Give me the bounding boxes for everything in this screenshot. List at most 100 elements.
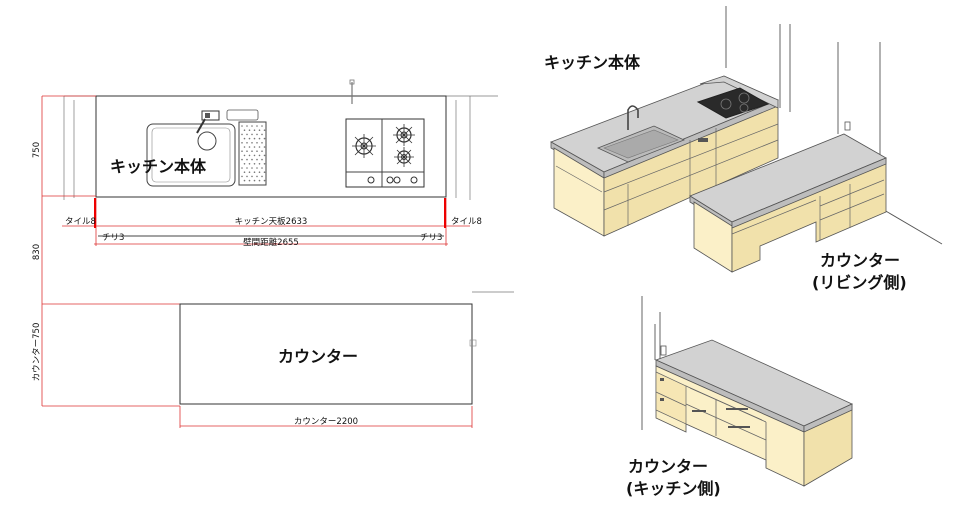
- drain-board-hole: [253, 179, 256, 182]
- drain-board-hole: [243, 146, 246, 148]
- drain-board-hole: [251, 125, 253, 127]
- drain-board-hole: [248, 163, 251, 165]
- dim-chiri-right: チリ3: [420, 233, 442, 243]
- drain-board-hole: [251, 158, 253, 161]
- drain-board: [238, 121, 267, 186]
- drain-board-hole: [261, 142, 263, 144]
- drain-board-hole: [263, 171, 266, 173]
- dim-counter-750: カウンター750: [32, 323, 42, 382]
- dim-tile-right: タイル8: [451, 217, 482, 227]
- drain-board-hole: [256, 158, 258, 161]
- drain-board-hole: [251, 133, 253, 136]
- burner-right-top: [393, 124, 415, 146]
- living-counter-label-1: カウンター: [820, 251, 900, 270]
- burner-right-bottom: [394, 147, 414, 167]
- kitchen-counter-label-2: (キッチン側): [626, 479, 721, 498]
- dim-wall-distance: 壁間距離2655: [243, 237, 299, 248]
- plan-view: キッチン本体 750 830 カウンター750 タイル8 タイル8 キッチン天板…: [32, 79, 514, 428]
- drain-board-hole: [263, 163, 266, 165]
- drain-board-hole: [261, 133, 263, 136]
- drain-board-hole: [256, 167, 258, 169]
- drain-board-hole: [258, 179, 261, 182]
- drain-board-hole: [261, 125, 263, 127]
- dim-height-830: 830: [32, 244, 42, 260]
- drain-board-hole: [243, 163, 246, 165]
- dim-counter-width: カウンター2200: [294, 417, 358, 427]
- drain: [197, 131, 217, 151]
- plan-counter-label: カウンター: [278, 347, 358, 366]
- drain-board-hole: [251, 167, 253, 169]
- counter-outline: [179, 303, 473, 405]
- drain-board-hole: [251, 150, 253, 152]
- drain-board-hole: [243, 154, 246, 157]
- drain-board-hole: [241, 158, 243, 161]
- drain-board-hole: [246, 133, 248, 136]
- drain-board-hole: [241, 142, 243, 144]
- drain-board-hole: [258, 129, 261, 131]
- drain-board-hole: [248, 179, 251, 182]
- faucet: [201, 110, 220, 121]
- kitchen-body-outline: [95, 95, 447, 198]
- drain-board-hole: [256, 142, 258, 144]
- iso-faucet: [627, 105, 639, 130]
- drain-board-hole: [263, 154, 266, 157]
- plan-kitchen-label: キッチン本体: [110, 157, 207, 176]
- drain-board-hole: [258, 137, 261, 140]
- drain-board-hole: [261, 150, 263, 152]
- drain-board-hole: [261, 158, 263, 161]
- drain-board-hole: [263, 137, 266, 140]
- drain-board-hole: [246, 142, 248, 144]
- drain-board-hole: [241, 125, 243, 127]
- drain-board-hole: [246, 175, 248, 178]
- drain-board-hole: [241, 167, 243, 169]
- drain-board-holes: [241, 125, 266, 182]
- drain-board-hole: [256, 150, 258, 152]
- drain-board-hole: [241, 150, 243, 152]
- iso-cooktop: [696, 87, 770, 119]
- perspective-view-living: キッチン本体 カウンター (リビング側): [544, 6, 943, 292]
- drain-board-hole: [243, 179, 246, 182]
- drain-board-hole: [243, 171, 246, 173]
- sink: [146, 123, 236, 187]
- drain-board-hole: [263, 129, 266, 131]
- dim-tile-left: タイル8: [65, 217, 96, 227]
- drain-board-hole: [246, 158, 248, 161]
- drain-board-hole: [258, 146, 261, 148]
- dim-height-750: 750: [32, 142, 42, 158]
- drain-board-hole: [261, 167, 263, 169]
- drain-board-hole: [256, 175, 258, 178]
- drain-board-hole: [241, 175, 243, 178]
- drain-board-hole: [256, 133, 258, 136]
- dim-chiri-left: チリ3: [102, 233, 124, 243]
- drain-board-hole: [263, 179, 266, 182]
- drain-board-hole: [246, 125, 248, 127]
- drain-board-hole: [258, 154, 261, 157]
- drain-board-hole: [258, 163, 261, 165]
- cooktop-knobs: [367, 176, 418, 184]
- drain-board-hole: [253, 154, 256, 157]
- drain-board-hole: [253, 171, 256, 173]
- drain-board-hole: [251, 175, 253, 178]
- drain-board-hole: [258, 171, 261, 173]
- drain-board-hole: [251, 142, 253, 144]
- drain-board-hole: [248, 154, 251, 157]
- drain-board-hole: [248, 129, 251, 131]
- drain-board-hole: [243, 129, 246, 131]
- drain-board-hole: [243, 137, 246, 140]
- dim-top-width: キッチン天板2633: [235, 216, 308, 227]
- drain-board-hole: [261, 175, 263, 178]
- iso-kitchen-label: キッチン本体: [544, 53, 641, 72]
- drain-board-hole: [253, 163, 256, 165]
- kitchen-counter-label-1: カウンター: [628, 457, 708, 476]
- drain-board-hole: [246, 150, 248, 152]
- drain-board-hole: [253, 129, 256, 131]
- perspective-view-kitchen-side: カウンター (キッチン側): [626, 296, 853, 498]
- drain-board-hole: [248, 146, 251, 148]
- burner-left: [352, 134, 376, 158]
- drain-board-hole: [253, 146, 256, 148]
- drain-board-hole: [256, 125, 258, 127]
- drain-board-hole: [248, 137, 251, 140]
- living-counter-label-2: (リビング側): [812, 273, 907, 292]
- cooktop: [345, 118, 425, 188]
